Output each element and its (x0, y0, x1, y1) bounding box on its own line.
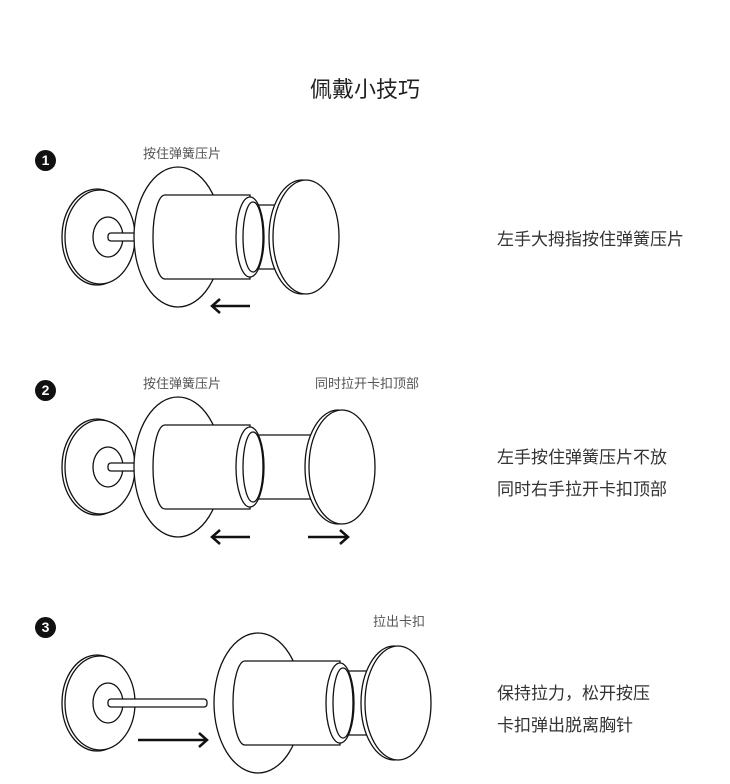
step-1-label-press-spring: 按住弹簧压片 (143, 147, 222, 162)
step-3-description: 保持拉力，松开按压 卡扣弹出脱离胸针 (497, 678, 650, 742)
page-title: 佩戴小技巧 (309, 78, 420, 103)
step-2-description-line-1: 左手按住弹簧压片不放 (497, 448, 667, 468)
step-2-badge: 2 (35, 380, 56, 401)
step-3-description-line-1: 保持拉力，松开按压 (497, 684, 650, 704)
step-3-label-pull-out: 拉出卡扣 (373, 615, 426, 630)
step-1-description-line: 左手大拇指按住弹簧压片 (497, 230, 684, 250)
clasp-head (308, 409, 376, 525)
step-3-description-line-2: 卡扣弹出脱离胸针 (497, 716, 633, 736)
right-arrow-icon-head (198, 732, 209, 748)
clasp-ring-inner (242, 431, 264, 503)
step-2-description: 左手按住弹簧压片不放 同时右手拉开卡扣顶部 (497, 442, 667, 506)
needle (107, 462, 138, 472)
right-arrow-icon-head (339, 529, 350, 545)
step-2-label-pull-top: 同时拉开卡扣顶部 (315, 377, 420, 392)
clasp-cylinder (152, 424, 251, 510)
needle (107, 698, 208, 708)
clasp-head (272, 179, 340, 295)
clasp-ring-inner (332, 667, 354, 739)
step-3-badge: 3 (35, 617, 56, 638)
clasp-cylinder (152, 194, 251, 280)
pin-illustration-3 (61, 632, 432, 774)
needle (107, 232, 138, 242)
step-1-description: 左手大拇指按住弹簧压片 (497, 224, 684, 256)
clasp-cylinder (232, 660, 341, 746)
step-2-description-line-2: 同时右手拉开卡扣顶部 (497, 480, 667, 500)
clasp-head (364, 645, 432, 761)
left-arrow-icon-head (210, 529, 221, 545)
pin-illustration-2 (61, 396, 376, 538)
step-2-label-press-spring: 按住弹簧压片 (143, 377, 222, 392)
left-arrow-icon-head (210, 298, 221, 314)
pin-illustration-1 (61, 166, 340, 308)
step-1-badge: 1 (35, 150, 56, 171)
clasp-ring-inner (242, 201, 264, 273)
